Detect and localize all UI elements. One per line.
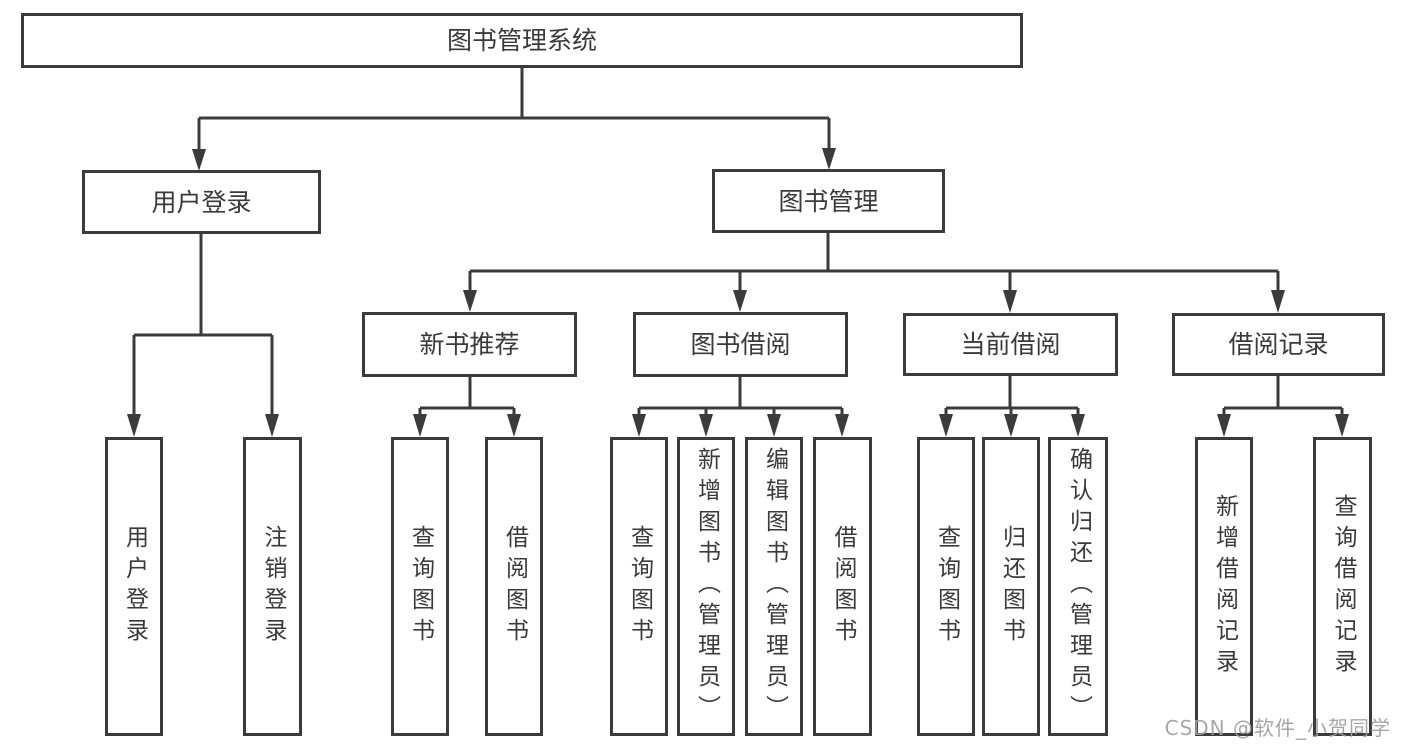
node-leaf-bb-edit-books-admin: 编辑图书（管理员）: [745, 437, 803, 736]
node-book-management-label: 图书管理: [778, 186, 879, 216]
node-root-label: 图书管理系统: [446, 26, 597, 55]
edge-book-mgmt-children: [468, 233, 1280, 291]
node-leaf-cb-return-books: 归还图书: [982, 437, 1040, 736]
node-book-borrow: 图书借阅: [633, 312, 848, 377]
node-leaf-bb-add-books-admin: 新增图书（管理员）: [677, 437, 735, 736]
csdn-watermark: CSDN @软件_小贺同学: [1164, 716, 1391, 740]
node-leaf-bb-add-books-admin-label: 新增图书（管理员）: [693, 447, 720, 726]
node-current-borrow-label: 当前借阅: [960, 330, 1061, 359]
node-leaf-user-login-label: 用户登录: [121, 524, 148, 649]
edge-book-borrow-children: [637, 377, 844, 415]
node-borrow-records: 借阅记录: [1172, 313, 1385, 376]
node-leaf-bb-borrow-books-label: 借阅图书: [830, 524, 856, 649]
edge-current-borrow-children: [944, 376, 1080, 415]
node-leaf-br-query-record-label: 查询借阅记录: [1330, 493, 1356, 680]
node-leaf-logout: 注销登录: [243, 437, 302, 736]
node-leaf-br-query-record: 查询借阅记录: [1313, 437, 1372, 736]
node-leaf-logout-label: 注销登录: [260, 524, 286, 649]
edge-user-login-children: [132, 234, 274, 415]
node-leaf-cb-confirm-return-admin-label: 确认归还（管理员）: [1065, 447, 1092, 726]
node-leaf-bb-borrow-books: 借阅图书: [813, 437, 872, 736]
node-leaf-nb-query-books-label: 查询图书: [407, 524, 434, 649]
node-leaf-user-login: 用户登录: [105, 437, 163, 736]
node-leaf-br-add-record: 新增借阅记录: [1195, 437, 1253, 736]
node-user-login-label: 用户登录: [151, 187, 252, 217]
node-leaf-bb-query-books: 查询图书: [610, 437, 668, 736]
node-leaf-nb-query-books: 查询图书: [391, 437, 449, 736]
node-leaf-bb-edit-books-admin-label: 编辑图书（管理员）: [761, 447, 788, 726]
edge-root-to-level2: [197, 68, 831, 150]
node-leaf-bb-query-books-label: 查询图书: [626, 524, 653, 649]
node-root: 图书管理系统: [21, 13, 1023, 68]
node-new-book-recommend: 新书推荐: [362, 312, 577, 377]
node-borrow-records-label: 借阅记录: [1228, 330, 1329, 359]
node-new-book-recommend-label: 新书推荐: [419, 330, 520, 359]
node-leaf-cb-confirm-return-admin: 确认归还（管理员）: [1048, 437, 1108, 736]
edge-new-book-children: [418, 377, 516, 415]
node-leaf-cb-query-books: 查询图书: [917, 437, 975, 736]
node-leaf-nb-borrow-books-label: 借阅图书: [501, 524, 528, 649]
edge-borrow-records-children: [1222, 376, 1344, 415]
node-user-login: 用户登录: [82, 170, 321, 234]
arrowheads: [127, 148, 1349, 437]
node-leaf-br-add-record-label: 新增借阅记录: [1211, 493, 1238, 680]
node-book-borrow-label: 图书借阅: [690, 330, 791, 359]
node-leaf-cb-query-books-label: 查询图书: [933, 524, 960, 649]
node-leaf-nb-borrow-books: 借阅图书: [485, 437, 543, 736]
node-leaf-cb-return-books-label: 归还图书: [998, 524, 1025, 649]
node-current-borrow: 当前借阅: [903, 313, 1118, 376]
node-book-management: 图书管理: [712, 169, 945, 233]
